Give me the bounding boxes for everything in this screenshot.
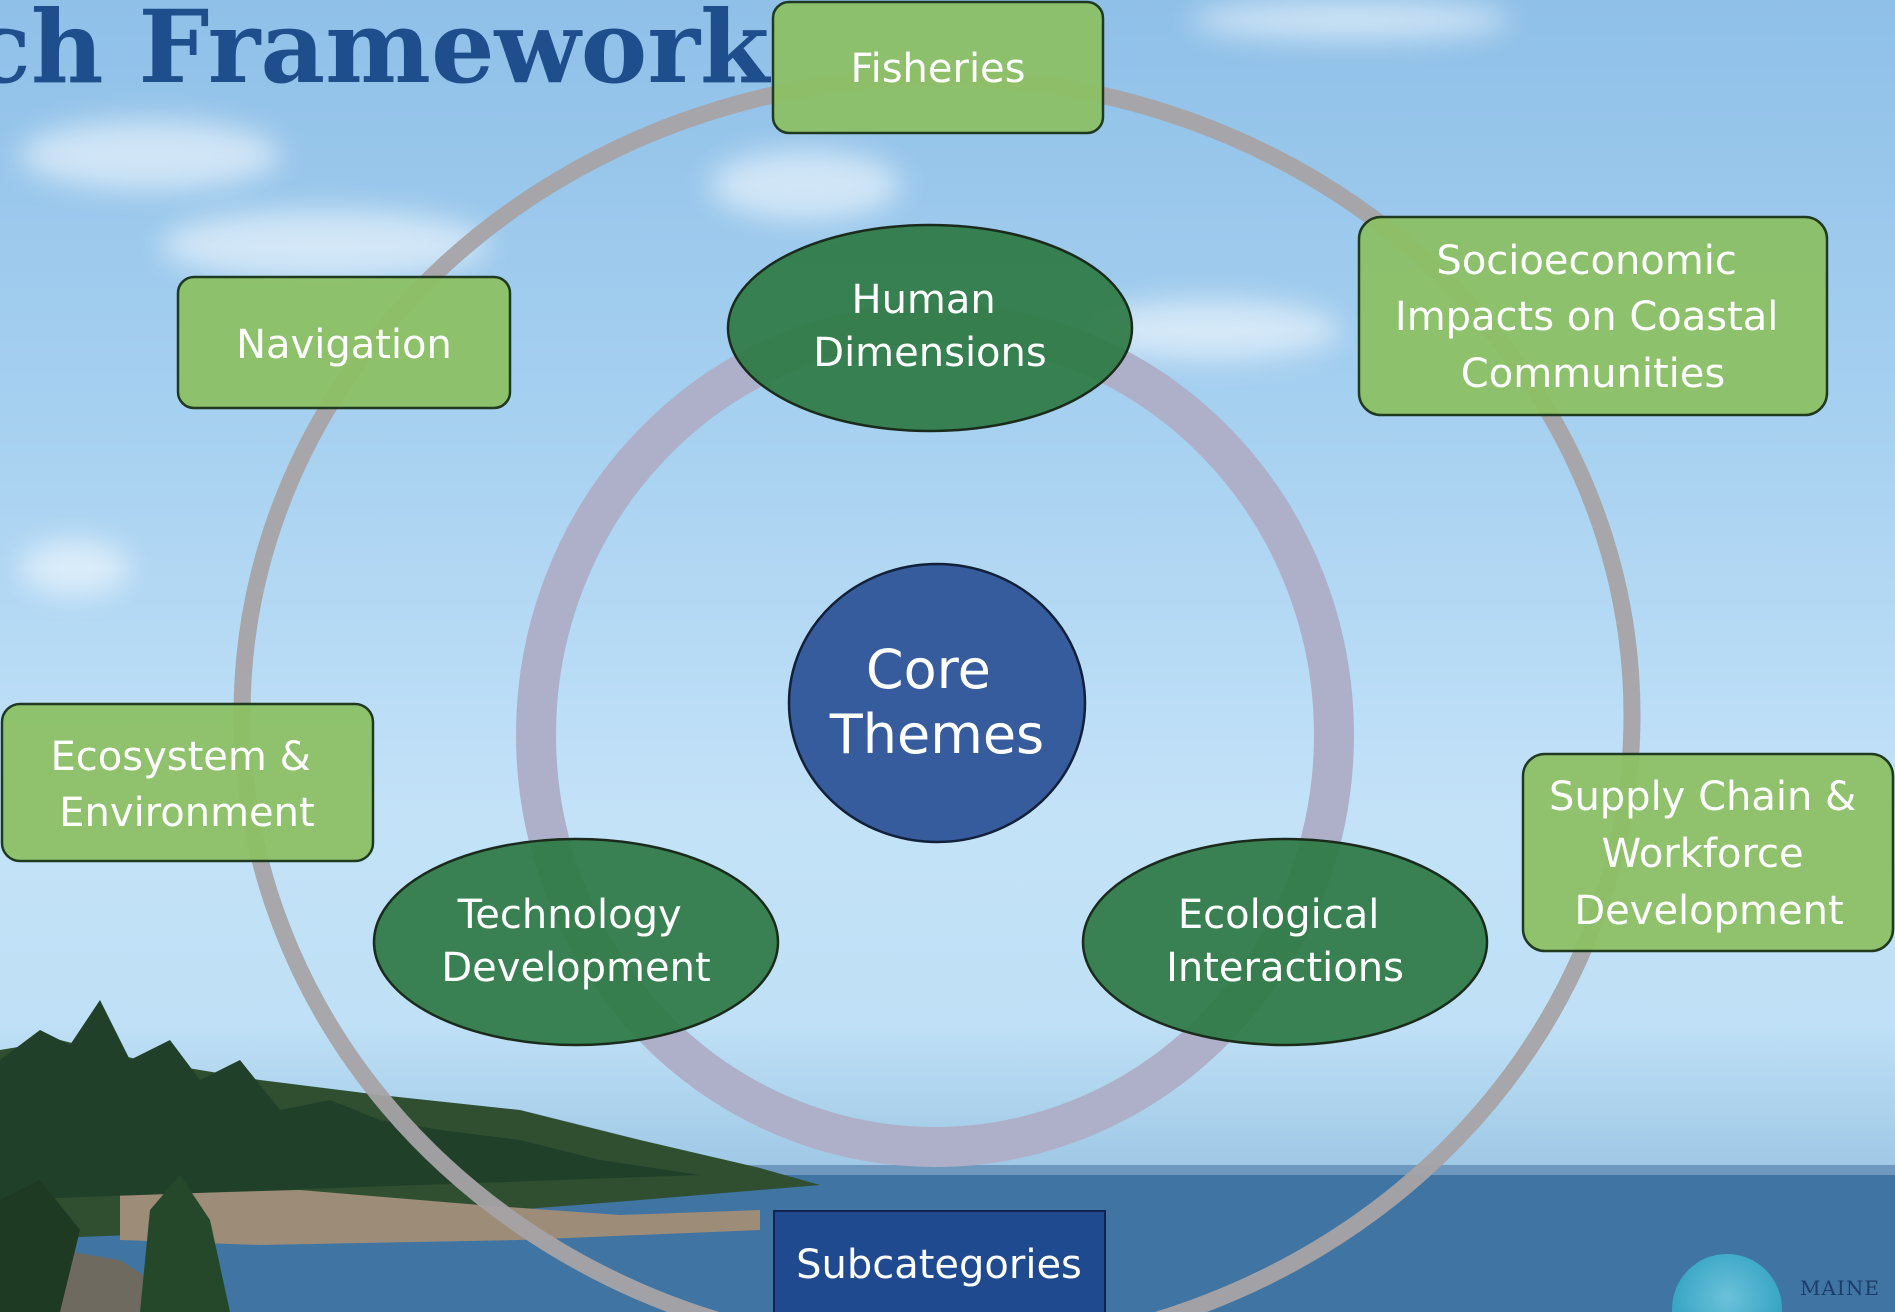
page-title: ch Framework — [0, 0, 770, 106]
cloud — [20, 540, 130, 595]
subcategories-label: Subcategories — [796, 1242, 1082, 1288]
organization-logo: MAINE — [1672, 1254, 1895, 1312]
logo-text: MAINE — [1800, 1276, 1880, 1300]
subcategory-supply-chain: Supply Chain & Workforce Development — [1521, 752, 1895, 953]
subcategory-socioeconomic: Socioeconomic Impacts on Coastal Communi… — [1357, 215, 1829, 417]
theme-label: Human Dimensions — [813, 277, 1046, 376]
theme-label: Technology Development — [441, 892, 710, 991]
theme-human-dimensions: Human Dimensions — [726, 223, 1134, 433]
cloud — [20, 120, 280, 190]
subcategory-label: Ecosystem & Environment — [51, 734, 324, 836]
subcategory-navigation: Navigation — [176, 275, 512, 410]
subcategory-label: Navigation — [236, 322, 452, 368]
subcategories-legend-label: Subcategories — [773, 1210, 1106, 1312]
core-themes-label: Core Themes — [829, 638, 1044, 766]
maine-state-icon — [1672, 1254, 1782, 1312]
subcategory-fisheries: Fisheries — [771, 0, 1105, 135]
subcategory-ecosystem: Ecosystem & Environment — [0, 702, 375, 863]
core-themes-center: Core Themes — [787, 562, 1087, 844]
theme-technology-development: Technology Development — [372, 837, 780, 1047]
subcategory-label: Socioeconomic Impacts on Coastal Communi… — [1395, 238, 1791, 397]
theme-ecological-interactions: Ecological Interactions — [1081, 837, 1489, 1047]
cloud — [710, 150, 900, 220]
subcategory-label: Fisheries — [850, 46, 1025, 92]
theme-label: Ecological Interactions — [1166, 892, 1404, 991]
subcategory-label: Supply Chain & Workforce Development — [1549, 774, 1869, 934]
cloud — [1190, 0, 1510, 40]
